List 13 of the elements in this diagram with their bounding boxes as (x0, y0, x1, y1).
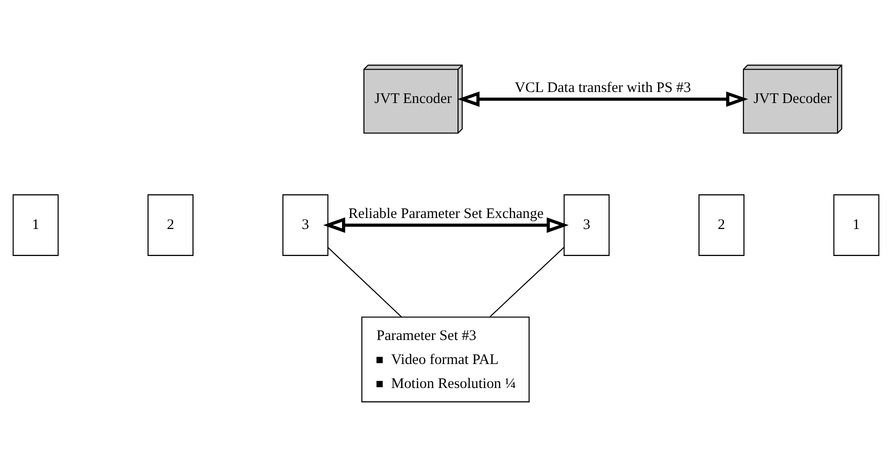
node-box: Parameter Set #3 Video format PAL Motion Resolution ¼ (361, 316, 530, 402)
edge-label: Reliable Parameter Set Exchange (348, 206, 544, 222)
edge-label: VCL Data transfer with PS #3 (514, 80, 691, 96)
node-box: 1 (12, 194, 59, 256)
node-box: 2 (698, 194, 744, 256)
connector (328, 246, 402, 317)
node-box: 3 (282, 194, 328, 256)
arrow (323, 216, 569, 232)
node-box: 3 (564, 194, 610, 256)
connector (489, 246, 564, 317)
node-box: 1 (833, 194, 880, 256)
node-box: 2 (148, 194, 194, 256)
arrow (458, 90, 748, 106)
